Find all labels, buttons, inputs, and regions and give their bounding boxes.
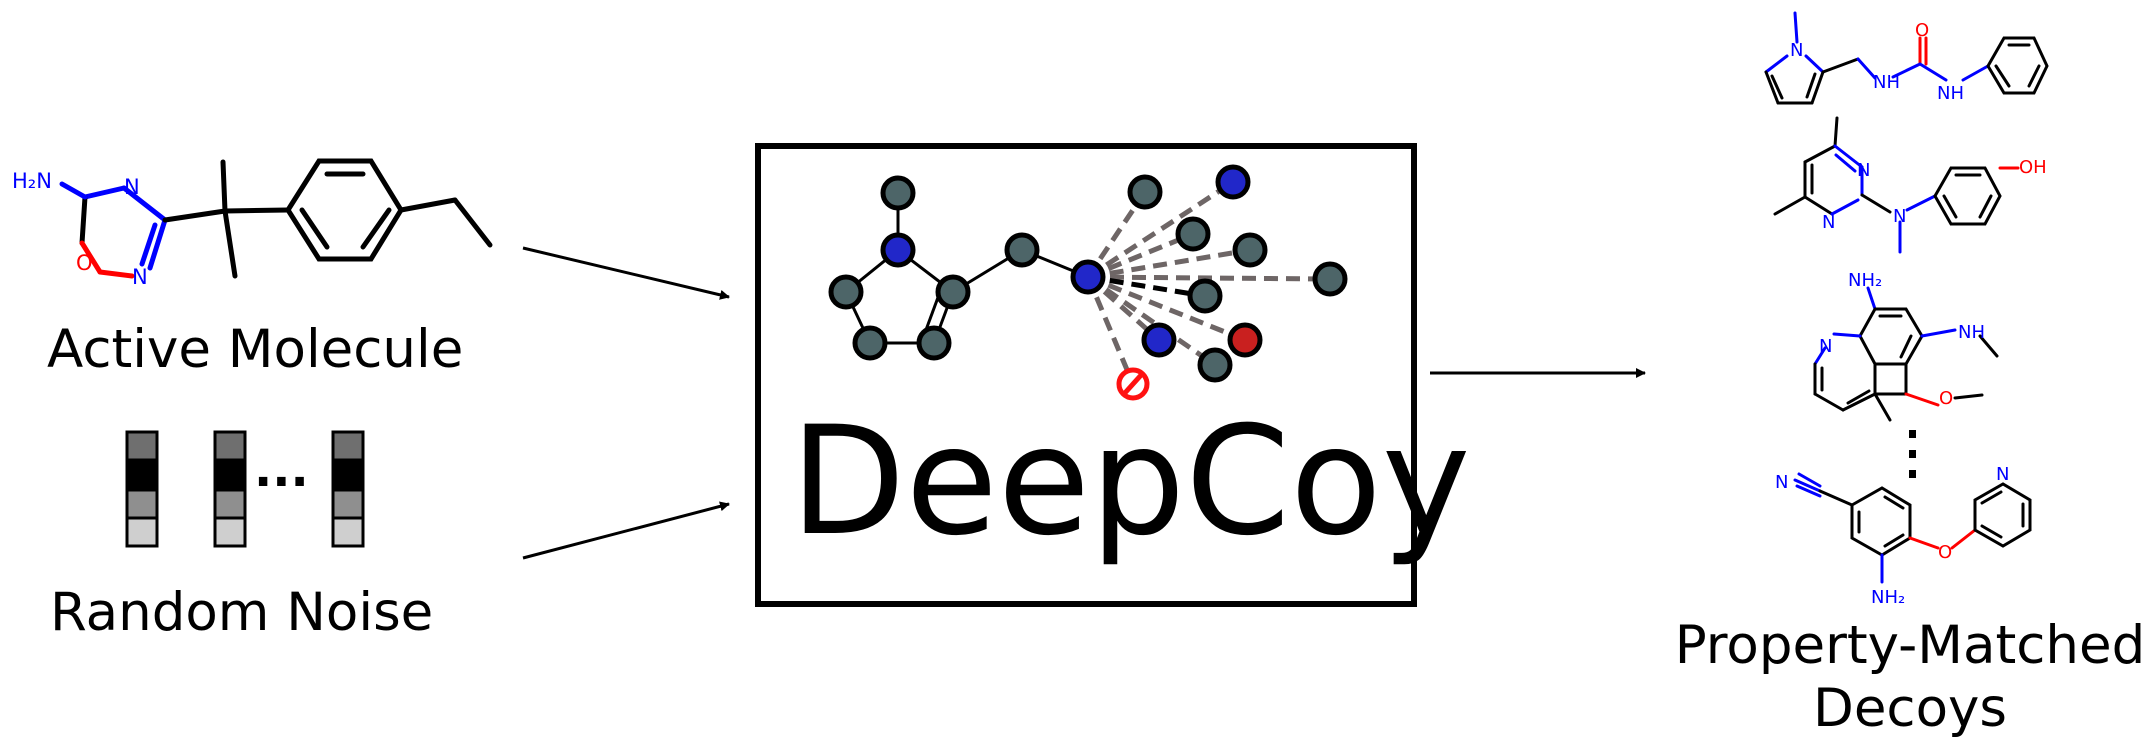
atom-label: N bbox=[1996, 464, 2009, 485]
property-matched-label: Property-Matched bbox=[1675, 615, 2145, 676]
atom-label: O bbox=[1915, 20, 1929, 41]
graph-node bbox=[935, 274, 971, 310]
deepcoy-model-box bbox=[755, 143, 1417, 607]
atom-label: OH bbox=[2019, 157, 2047, 178]
noise-vector-1 bbox=[125, 430, 159, 548]
random-noise-label: Random Noise bbox=[50, 582, 433, 643]
atom-label: N bbox=[124, 175, 140, 199]
atom-label: N bbox=[1893, 206, 1906, 227]
graph-node bbox=[1127, 174, 1163, 210]
atom-label: NH₂ bbox=[1871, 587, 1905, 608]
graph-candidate-edges bbox=[1085, 179, 1331, 385]
decoy-structure-1 bbox=[1764, 11, 2049, 105]
active-molecule-atom-labels: H₂N N N O bbox=[12, 169, 148, 289]
graph-node bbox=[1197, 347, 1233, 383]
decoy-3-atom-labels: NH₂ N NH O bbox=[1819, 270, 1985, 409]
atom-label: N bbox=[1822, 212, 1835, 233]
atom-label: N bbox=[1857, 160, 1870, 181]
stop-node-icon bbox=[1116, 367, 1150, 401]
active-molecule-label: Active Molecule bbox=[47, 319, 463, 380]
atom-label: NH₂ bbox=[1848, 270, 1882, 291]
decoy-4-atom-labels: N N O NH₂ bbox=[1775, 464, 2009, 608]
arrow-noise-to-model bbox=[522, 501, 730, 560]
atom-label: N bbox=[1775, 472, 1788, 493]
graph-node bbox=[1141, 322, 1177, 358]
graph-selected-edge bbox=[1087, 274, 1206, 299]
decoy-ellipsis bbox=[1909, 430, 1916, 478]
graph-node bbox=[916, 325, 952, 361]
decoy-structure-2 bbox=[1773, 116, 2020, 254]
graph-node bbox=[1232, 232, 1268, 268]
atom-label: N bbox=[132, 265, 148, 289]
graph-node bbox=[1312, 261, 1348, 297]
atom-label: NH bbox=[1873, 72, 1900, 93]
atom-label: N bbox=[1819, 336, 1832, 357]
decoy-2-atom-labels: N N N OH bbox=[1822, 157, 2047, 233]
atom-label: O bbox=[1939, 388, 1953, 409]
decoys-label: Decoys bbox=[1813, 678, 2007, 739]
graph-node bbox=[1070, 259, 1106, 295]
decoy-structure-4 bbox=[1793, 472, 2032, 584]
graph-node bbox=[1227, 322, 1263, 358]
atom-label: O bbox=[1938, 542, 1952, 563]
atom-label: O bbox=[76, 251, 93, 275]
graph-node bbox=[828, 274, 864, 310]
graph-node bbox=[880, 175, 916, 211]
atom-label: NH bbox=[1937, 83, 1964, 104]
noise-vector-2 bbox=[213, 430, 247, 548]
arrow-active-to-model bbox=[522, 246, 730, 300]
noise-vector-3 bbox=[331, 430, 365, 548]
graph-node bbox=[1004, 232, 1040, 268]
graph-solid-edges bbox=[844, 193, 1089, 345]
decoy-1-atom-labels: N NH O NH bbox=[1790, 20, 1964, 104]
atom-label: NH bbox=[1958, 322, 1985, 343]
graph-node bbox=[1175, 216, 1211, 252]
graph-node bbox=[880, 232, 916, 268]
noise-ellipsis: ··· bbox=[254, 454, 309, 510]
active-molecule-structure bbox=[59, 158, 493, 279]
graph-node bbox=[852, 325, 888, 361]
atom-label: H₂N bbox=[12, 169, 52, 193]
atom-label: N bbox=[1790, 40, 1803, 61]
deepcoy-title: DeepCoy bbox=[790, 395, 1471, 569]
graph-nodes bbox=[828, 164, 1348, 383]
decoy-structure-3 bbox=[1813, 286, 1999, 422]
graph-node bbox=[1215, 164, 1251, 200]
graph-node bbox=[1187, 278, 1223, 314]
